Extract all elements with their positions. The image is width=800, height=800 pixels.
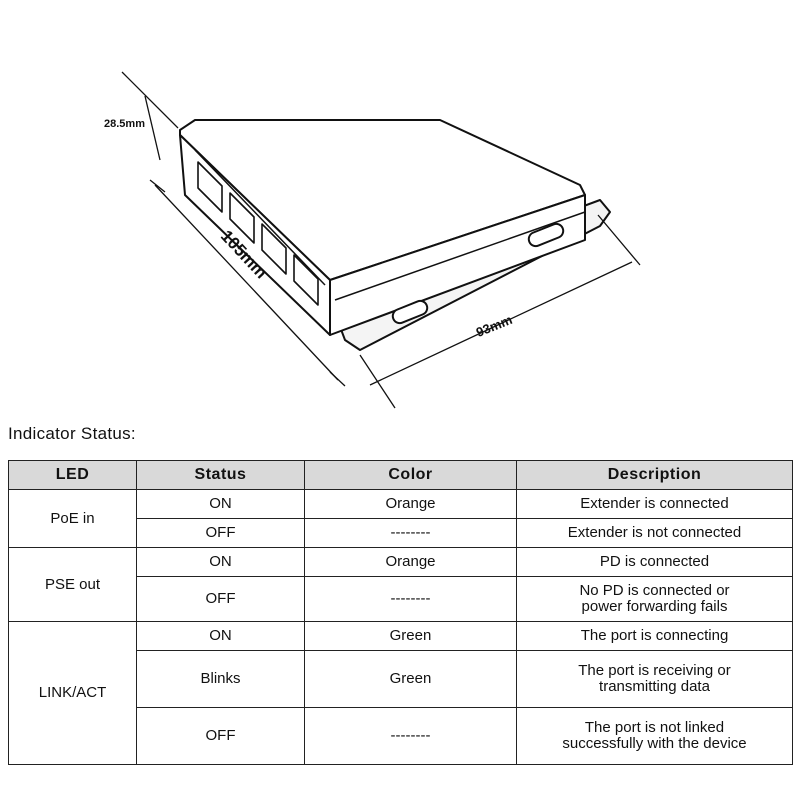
description-cell: The port is receiving or transmitting da…: [516, 650, 793, 708]
color-cell: Orange: [304, 489, 517, 519]
description-cell: Extender is connected: [516, 489, 793, 519]
color-cell: Green: [304, 621, 517, 651]
description-line: No PD is connected or: [579, 582, 730, 599]
table-row: PSE out ON Orange PD is connected: [8, 547, 793, 622]
table-header-row: LED Status Color Description: [8, 460, 793, 490]
port-2: [229, 192, 255, 244]
table-row: OFF -------- The port is not linked succ…: [9, 707, 793, 765]
table-row: OFF -------- No PD is connected or power…: [9, 576, 793, 622]
led-cell: PoE in: [8, 489, 137, 548]
section-title: Indicator Status:: [8, 424, 136, 443]
description-line: The port is receiving or: [578, 662, 731, 679]
device-side-face: [329, 194, 586, 336]
led-cell: PSE out: [8, 547, 137, 622]
status-cell: ON: [136, 547, 305, 577]
table-row: LINK/ACT ON Green The port is connecting: [8, 621, 793, 765]
header-status: Status: [136, 460, 305, 490]
color-cell: Orange: [304, 547, 517, 577]
description-cell: Extender is not connected: [516, 518, 793, 548]
dim-height-label: 28.5mm: [104, 118, 145, 130]
mounting-slot-2: [527, 222, 565, 248]
color-cell: --------: [304, 576, 517, 622]
status-cell: OFF: [136, 576, 305, 622]
mounting-slot-1: [391, 299, 429, 325]
status-cell: ON: [136, 489, 305, 519]
description-line: transmitting data: [599, 678, 710, 695]
table-row: Blinks Green The port is receiving or tr…: [9, 650, 793, 708]
status-cell: ON: [136, 621, 305, 651]
description-cell: No PD is connected or power forwarding f…: [516, 576, 793, 622]
description-cell: The port is connecting: [516, 621, 793, 651]
color-cell: --------: [304, 518, 517, 548]
header-color: Color: [304, 460, 517, 490]
description-cell: PD is connected: [516, 547, 793, 577]
port-3: [261, 223, 287, 275]
status-cell: OFF: [136, 518, 305, 548]
device-dimension-drawing: 28.5mm 105mm 93mm: [104, 71, 641, 409]
table-row: PoE in ON Orange Extender is connected: [8, 489, 793, 548]
status-cell: Blinks: [136, 650, 305, 708]
port-4: [293, 254, 319, 306]
header-description: Description: [516, 460, 793, 490]
indicator-status-table: LED Status Color Description PoE in ON O…: [8, 460, 793, 765]
header-led: LED: [8, 460, 137, 490]
color-cell: Green: [304, 650, 517, 708]
table-row: OFF -------- Extender is not connected: [9, 518, 793, 548]
dim-width-label: 93mm: [474, 312, 514, 340]
port-1: [197, 161, 223, 213]
led-cell: LINK/ACT: [8, 621, 137, 765]
description-line: successfully with the device: [562, 735, 747, 752]
description-cell: The port is not linked successfully with…: [516, 707, 793, 765]
description-line: power forwarding fails: [581, 598, 728, 615]
status-cell: OFF: [136, 707, 305, 765]
color-cell: --------: [304, 707, 517, 765]
description-line: The port is not linked: [584, 719, 725, 736]
